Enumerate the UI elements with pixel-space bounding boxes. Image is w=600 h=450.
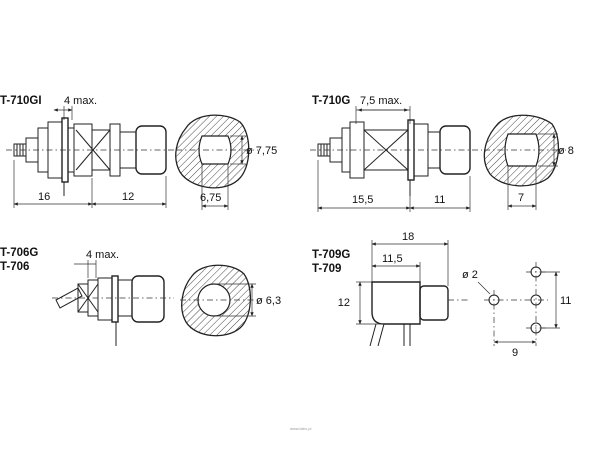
pin-diameter-label: ø 2 (462, 269, 478, 281)
pitch-horizontal-label: 9 (512, 347, 518, 359)
panel-cutout-t710g (483, 114, 566, 187)
model-label-t709: T-709 (312, 263, 341, 275)
hole-width-label: 7 (518, 192, 524, 204)
figure-t706: T-706G T-706 4 max. ø 6,3 (0, 247, 281, 346)
pitch-vertical-label: 11 (560, 295, 571, 307)
panel-thickness-label: 4 max. (86, 249, 119, 261)
model-label-t710gi: T-710GI (0, 95, 42, 107)
panel-thickness-label: 4 max. (64, 95, 97, 107)
pcb-footprint: ø 2 (462, 262, 548, 346)
body-length-label: 11,5 (382, 253, 403, 265)
panel-cutout-t710gi (175, 114, 258, 189)
height-label: 12 (338, 297, 350, 309)
length-right-label: 12 (122, 191, 134, 203)
jack-side-view-t710g (310, 119, 482, 196)
figure-t710g: T-710G 7,5 max. 15,5 11 (310, 95, 574, 212)
jack-side-view-t709 (369, 281, 468, 347)
length-label: 18 (402, 231, 414, 243)
hole-diameter-label: ø 7,75 (246, 145, 277, 157)
model-label-t706g: T-706G (0, 247, 38, 259)
hole-diameter-label: ø 6,3 (256, 295, 281, 307)
figure-t710gi: T-710GI 4 max. (0, 95, 277, 210)
hole-diameter-label: ø 8 (558, 145, 574, 157)
panel-cutout-t706 (180, 264, 262, 337)
model-label-t710g: T-710G (312, 95, 350, 107)
length-right-label: 11 (434, 194, 445, 206)
figure-t709: T-709G T-709 18 11,5 12 ø 2 (312, 231, 571, 359)
model-label-t709g: T-709G (312, 249, 350, 261)
length-left-label: 16 (38, 191, 50, 203)
model-label-t706: T-706 (0, 261, 29, 273)
hole-width-label: 6,75 (200, 192, 221, 204)
length-left-label: 15,5 (352, 194, 373, 206)
jack-side-view-t706 (52, 275, 174, 346)
watermark: www.tdex.pl (290, 426, 311, 431)
jack-side-view-t710gi (6, 117, 178, 196)
panel-thickness-label: 7,5 max. (360, 95, 402, 107)
